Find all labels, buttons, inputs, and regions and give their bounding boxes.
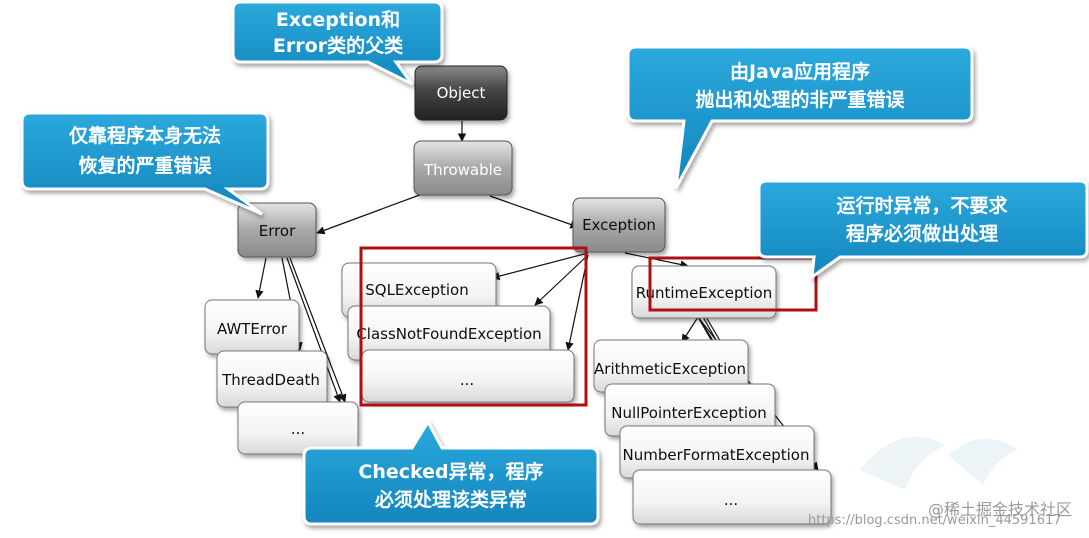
node-throwable-label: Throwable bbox=[423, 161, 502, 179]
arrow-throwable-exception bbox=[489, 195, 579, 229]
node-class-not-found: ClassNotFoundException bbox=[347, 305, 551, 361]
node-exception-label: Exception bbox=[582, 216, 656, 234]
arrow-runtime-arithmetic bbox=[681, 316, 699, 343]
node-error: Error bbox=[237, 202, 317, 258]
callout-checked-line-1: Checked异常，程序 bbox=[358, 460, 543, 483]
node-checked-more-label: ... bbox=[460, 371, 474, 389]
node-error-more-label: ... bbox=[291, 420, 305, 438]
node-arithmetic-exception-label: ArithmeticException bbox=[594, 360, 746, 378]
callout-exception-line-1: 由Java应用程序 bbox=[730, 60, 870, 83]
node-runtime-exception-label: RuntimeException bbox=[636, 284, 772, 302]
node-class-not-found-label: ClassNotFoundException bbox=[356, 325, 541, 343]
node-null-pointer-exception: NullPointerException bbox=[604, 383, 776, 437]
node-checked-more: ... bbox=[361, 349, 575, 403]
node-thread-death-label: ThreadDeath bbox=[221, 371, 320, 389]
node-number-format-exception-label: NumberFormatException bbox=[623, 446, 810, 464]
callout-runtime-line-1: 运行时异常，不要求 bbox=[836, 194, 1008, 217]
node-runtime-more: ... bbox=[632, 469, 832, 525]
arrow-exception-sql bbox=[491, 252, 589, 281]
node-runtime-more-label: ... bbox=[724, 491, 738, 509]
callout-error: 仅靠程序本身无法 恢复的严重错误 bbox=[20, 111, 270, 216]
node-runtime-exception: RuntimeException bbox=[631, 265, 777, 319]
watermark-logo-icon bbox=[860, 436, 1018, 490]
node-thread-death: ThreadDeath bbox=[216, 350, 328, 408]
callout-parent-line-2: Error类的父类 bbox=[273, 34, 403, 57]
callout-checked-line-2: 必须处理该类异常 bbox=[374, 488, 527, 511]
callout-checked: Checked异常，程序 必须处理该类异常 bbox=[302, 418, 600, 526]
callout-exception-line-2: 抛出和处理的非严重错误 bbox=[695, 88, 905, 111]
arrow-error-more-2 bbox=[286, 257, 342, 403]
arrow-error-awterror bbox=[255, 257, 267, 299]
node-exception: Exception bbox=[572, 197, 666, 253]
node-object-label: Object bbox=[437, 84, 486, 102]
node-awt-error: AWTError bbox=[204, 299, 300, 355]
watermark-site: @稀土掘金技术社区 bbox=[928, 500, 1072, 519]
node-sql-exception-label: SQLException bbox=[365, 281, 469, 299]
runtime-highlight-box bbox=[648, 256, 818, 312]
node-number-format-exception: NumberFormatException bbox=[619, 425, 815, 479]
callout-error-line-1: 仅靠程序本身无法 bbox=[68, 124, 221, 147]
watermark-url: https://blog.csdn.net/weixin_44591617 bbox=[808, 513, 1062, 528]
node-awt-error-label: AWTError bbox=[217, 320, 288, 338]
callout-runtime: 运行时异常，不要求 程序必须做出处理 bbox=[757, 179, 1089, 281]
node-error-label: Error bbox=[259, 222, 296, 240]
callout-parent: Exception和 Error类的父类 bbox=[231, 0, 444, 86]
arrow-error-more bbox=[289, 257, 347, 403]
node-arithmetic-exception: ArithmeticException bbox=[593, 339, 749, 393]
node-error-more: ... bbox=[237, 401, 359, 455]
callout-exception: 由Java应用程序 抛出和处理的非严重错误 bbox=[626, 45, 974, 189]
callout-parent-line-1: Exception和 bbox=[276, 8, 400, 31]
arrow-exception-classnotfound bbox=[534, 254, 589, 306]
checked-highlight-box bbox=[359, 246, 588, 407]
arrow-throwable-error bbox=[316, 192, 426, 235]
callout-error-line-2: 恢复的严重错误 bbox=[78, 154, 212, 177]
node-throwable: Throwable bbox=[413, 140, 513, 196]
callout-runtime-line-2: 程序必须做出处理 bbox=[846, 222, 998, 245]
node-object: Object bbox=[414, 65, 508, 121]
node-null-pointer-exception-label: NullPointerException bbox=[611, 404, 767, 422]
